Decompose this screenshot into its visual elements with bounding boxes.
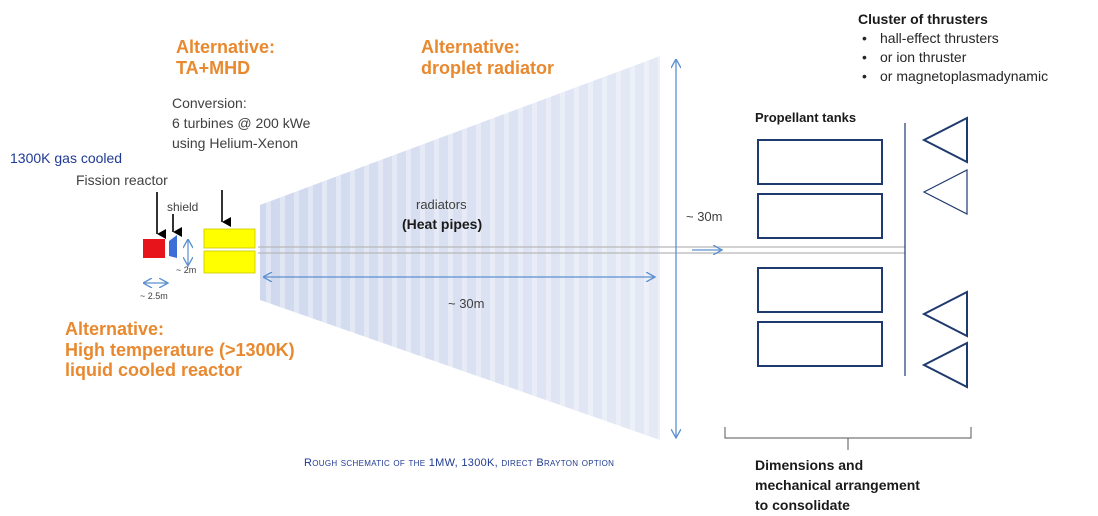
cluster-title: Cluster of thrusters: [858, 11, 988, 27]
propellant-tank-4: [757, 321, 883, 367]
thruster-3: [921, 290, 968, 338]
cluster-list: hall-effect thrusters or ion thruster or…: [858, 29, 1048, 86]
dim-25m-label: ~ 2.5m: [140, 291, 168, 301]
propellant-tank-2: [757, 193, 883, 239]
dim-2m-label: ~ 2m: [176, 265, 197, 275]
converter-block-bottom: [203, 250, 256, 274]
thruster-2: [922, 169, 968, 215]
cluster-item-mpd: or magnetoplasmadynamic: [858, 67, 1048, 86]
reactor-name-label: Fission reactor: [76, 172, 168, 188]
dimensions-note: Dimensions and mechanical arrangement to…: [755, 457, 920, 513]
shield-label: shield: [167, 200, 199, 214]
thruster-1: [921, 116, 968, 164]
shield-shape: [169, 235, 177, 258]
alt-ta-label: Alternative: TA+MHD: [176, 37, 276, 78]
radiator-stripes: [260, 56, 660, 440]
reactor-type-label: 1300K gas cooled: [10, 150, 123, 166]
radiator-height-label: ~ 30m: [686, 209, 723, 224]
cluster-item-hall: hall-effect thrusters: [858, 29, 1048, 48]
conversion-label: Conversion: 6 turbines @ 200 kWe using H…: [172, 95, 311, 151]
radiator-length-label: ~ 30m: [448, 296, 485, 311]
cluster-block: Cluster of thrusters hall-effect thruste…: [858, 9, 1048, 86]
propellant-tank-3: [757, 267, 883, 313]
alt-droplet-label: Alternative: droplet radiator: [421, 37, 555, 78]
radiators-label: radiators: [416, 197, 467, 212]
dimensions-bracket: [724, 427, 972, 450]
thruster-4: [921, 341, 968, 389]
converter-block-top: [203, 228, 256, 249]
alt-liquid-label: Alternative: High temperature (>1300K) l…: [65, 319, 295, 381]
propellant-tank-1: [757, 139, 883, 185]
figure-caption: Rough schematic of the 1MW, 1300K, direc…: [304, 457, 615, 469]
propellant-tanks-label: Propellant tanks: [755, 110, 857, 125]
cluster-item-ion: or ion thruster: [858, 48, 1048, 67]
heat-pipes-label: (Heat pipes): [402, 216, 483, 232]
reactor-block: [143, 239, 165, 258]
